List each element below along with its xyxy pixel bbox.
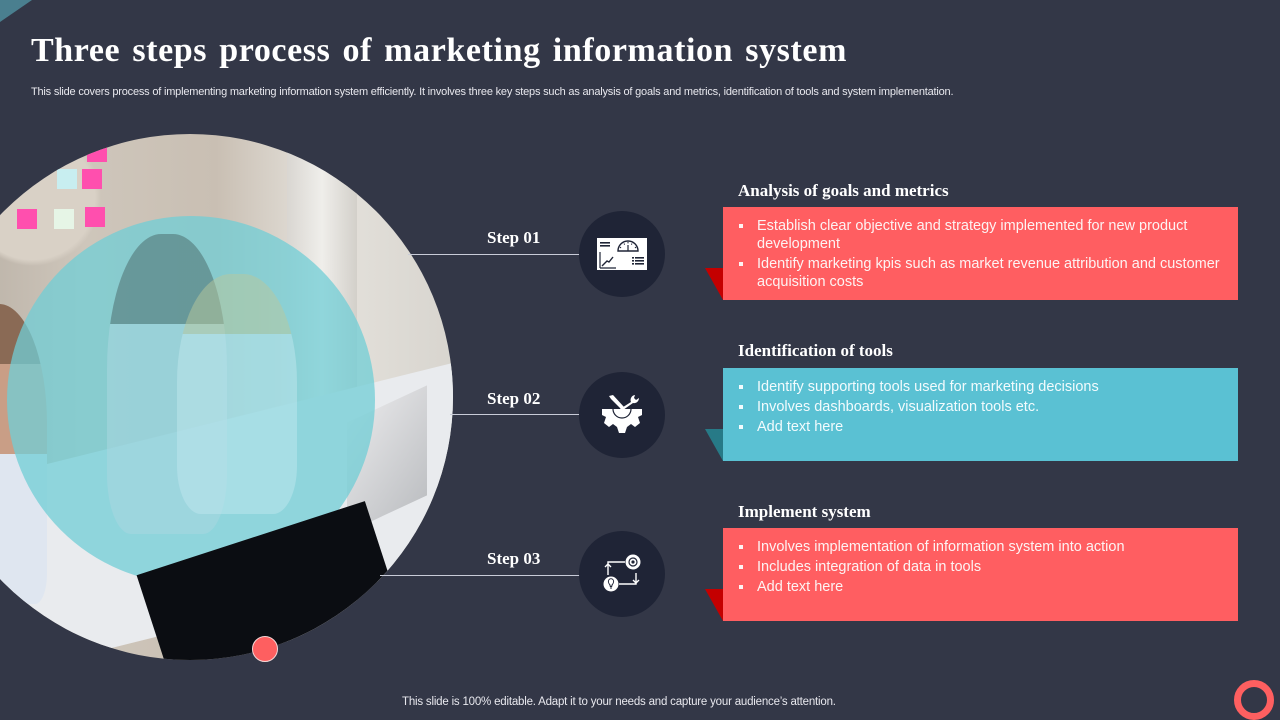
bullet-item: Involves dashboards, visualization tools…: [737, 398, 1228, 416]
card-tab-03: [705, 589, 723, 621]
bullet-list: Identify supporting tools used for marke…: [737, 378, 1228, 436]
card-tab-01: [705, 268, 723, 300]
sticky-note: [82, 169, 102, 189]
step-connector-line: [450, 414, 580, 415]
step-circle-01: [579, 211, 665, 297]
bullet-item: Establish clear objective and strategy i…: [737, 217, 1228, 253]
step-label-01: Step 01: [487, 228, 541, 247]
bullet-list: Involves implementation of information s…: [737, 538, 1228, 596]
bullet-list: Establish clear objective and strategy i…: [737, 217, 1228, 291]
bullet-item: Identify marketing kpis such as market r…: [737, 255, 1228, 291]
step-circle-03: [579, 531, 665, 617]
tools-gear-icon: [602, 395, 642, 433]
step-circle-02: [579, 372, 665, 458]
decorative-ring: [1234, 680, 1274, 720]
card-heading-03: Implement system: [738, 502, 871, 521]
idea-process-icon: [603, 554, 641, 592]
bullet-item: Add text here: [737, 418, 1228, 436]
bullet-item: Add text here: [737, 578, 1228, 596]
decorative-dot: [252, 636, 278, 662]
page-subtitle: This slide covers process of implementin…: [31, 86, 954, 98]
card-heading-02: Identification of tools: [738, 341, 893, 360]
page-title: Three steps process of marketing informa…: [31, 32, 848, 69]
sticky-note: [85, 207, 105, 227]
step-label-02: Step 02: [487, 389, 541, 408]
step-connector-line: [408, 254, 580, 255]
team-photo: [0, 134, 453, 660]
bullet-item: Includes integration of data in tools: [737, 558, 1228, 576]
card-implement-system: Involves implementation of information s…: [723, 528, 1238, 621]
card-heading-01: Analysis of goals and metrics: [738, 181, 949, 200]
photo-person: [177, 274, 297, 514]
dashboard-metrics-icon: [597, 238, 647, 270]
bullet-item: Identify supporting tools used for marke…: [737, 378, 1228, 396]
bullet-item: Involves implementation of information s…: [737, 538, 1228, 556]
corner-decoration: [0, 0, 32, 22]
step-connector-line: [380, 575, 580, 576]
step-label-03: Step 03: [487, 549, 541, 568]
sticky-note: [17, 209, 37, 229]
sticky-note: [57, 169, 77, 189]
card-tab-02: [705, 429, 723, 461]
sticky-note: [54, 209, 74, 229]
card-identification-tools: Identify supporting tools used for marke…: [723, 368, 1238, 461]
footer-note: This slide is 100% editable. Adapt it to…: [402, 696, 836, 708]
card-analysis-goals: Establish clear objective and strategy i…: [723, 207, 1238, 300]
sticky-note: [87, 142, 107, 162]
